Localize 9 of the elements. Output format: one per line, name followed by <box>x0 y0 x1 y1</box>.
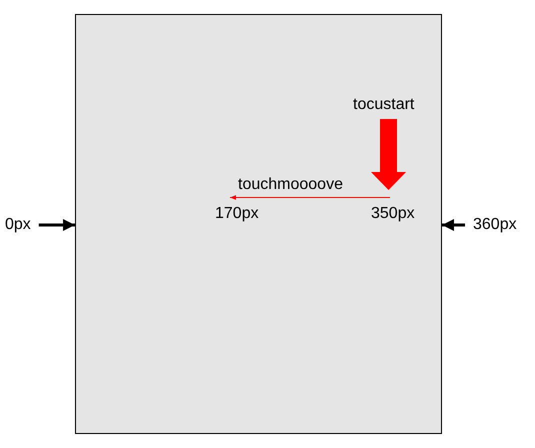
event-label: touchmoooove <box>238 177 343 193</box>
event-label: tocustart <box>353 97 414 113</box>
screen-frame <box>75 14 442 434</box>
position-label: 360px <box>473 217 517 233</box>
position-label: 0px <box>5 217 31 233</box>
arrow <box>38 219 75 231</box>
position-label: 170px <box>215 206 259 222</box>
position-label: 350px <box>371 206 415 222</box>
arrow <box>442 219 465 231</box>
